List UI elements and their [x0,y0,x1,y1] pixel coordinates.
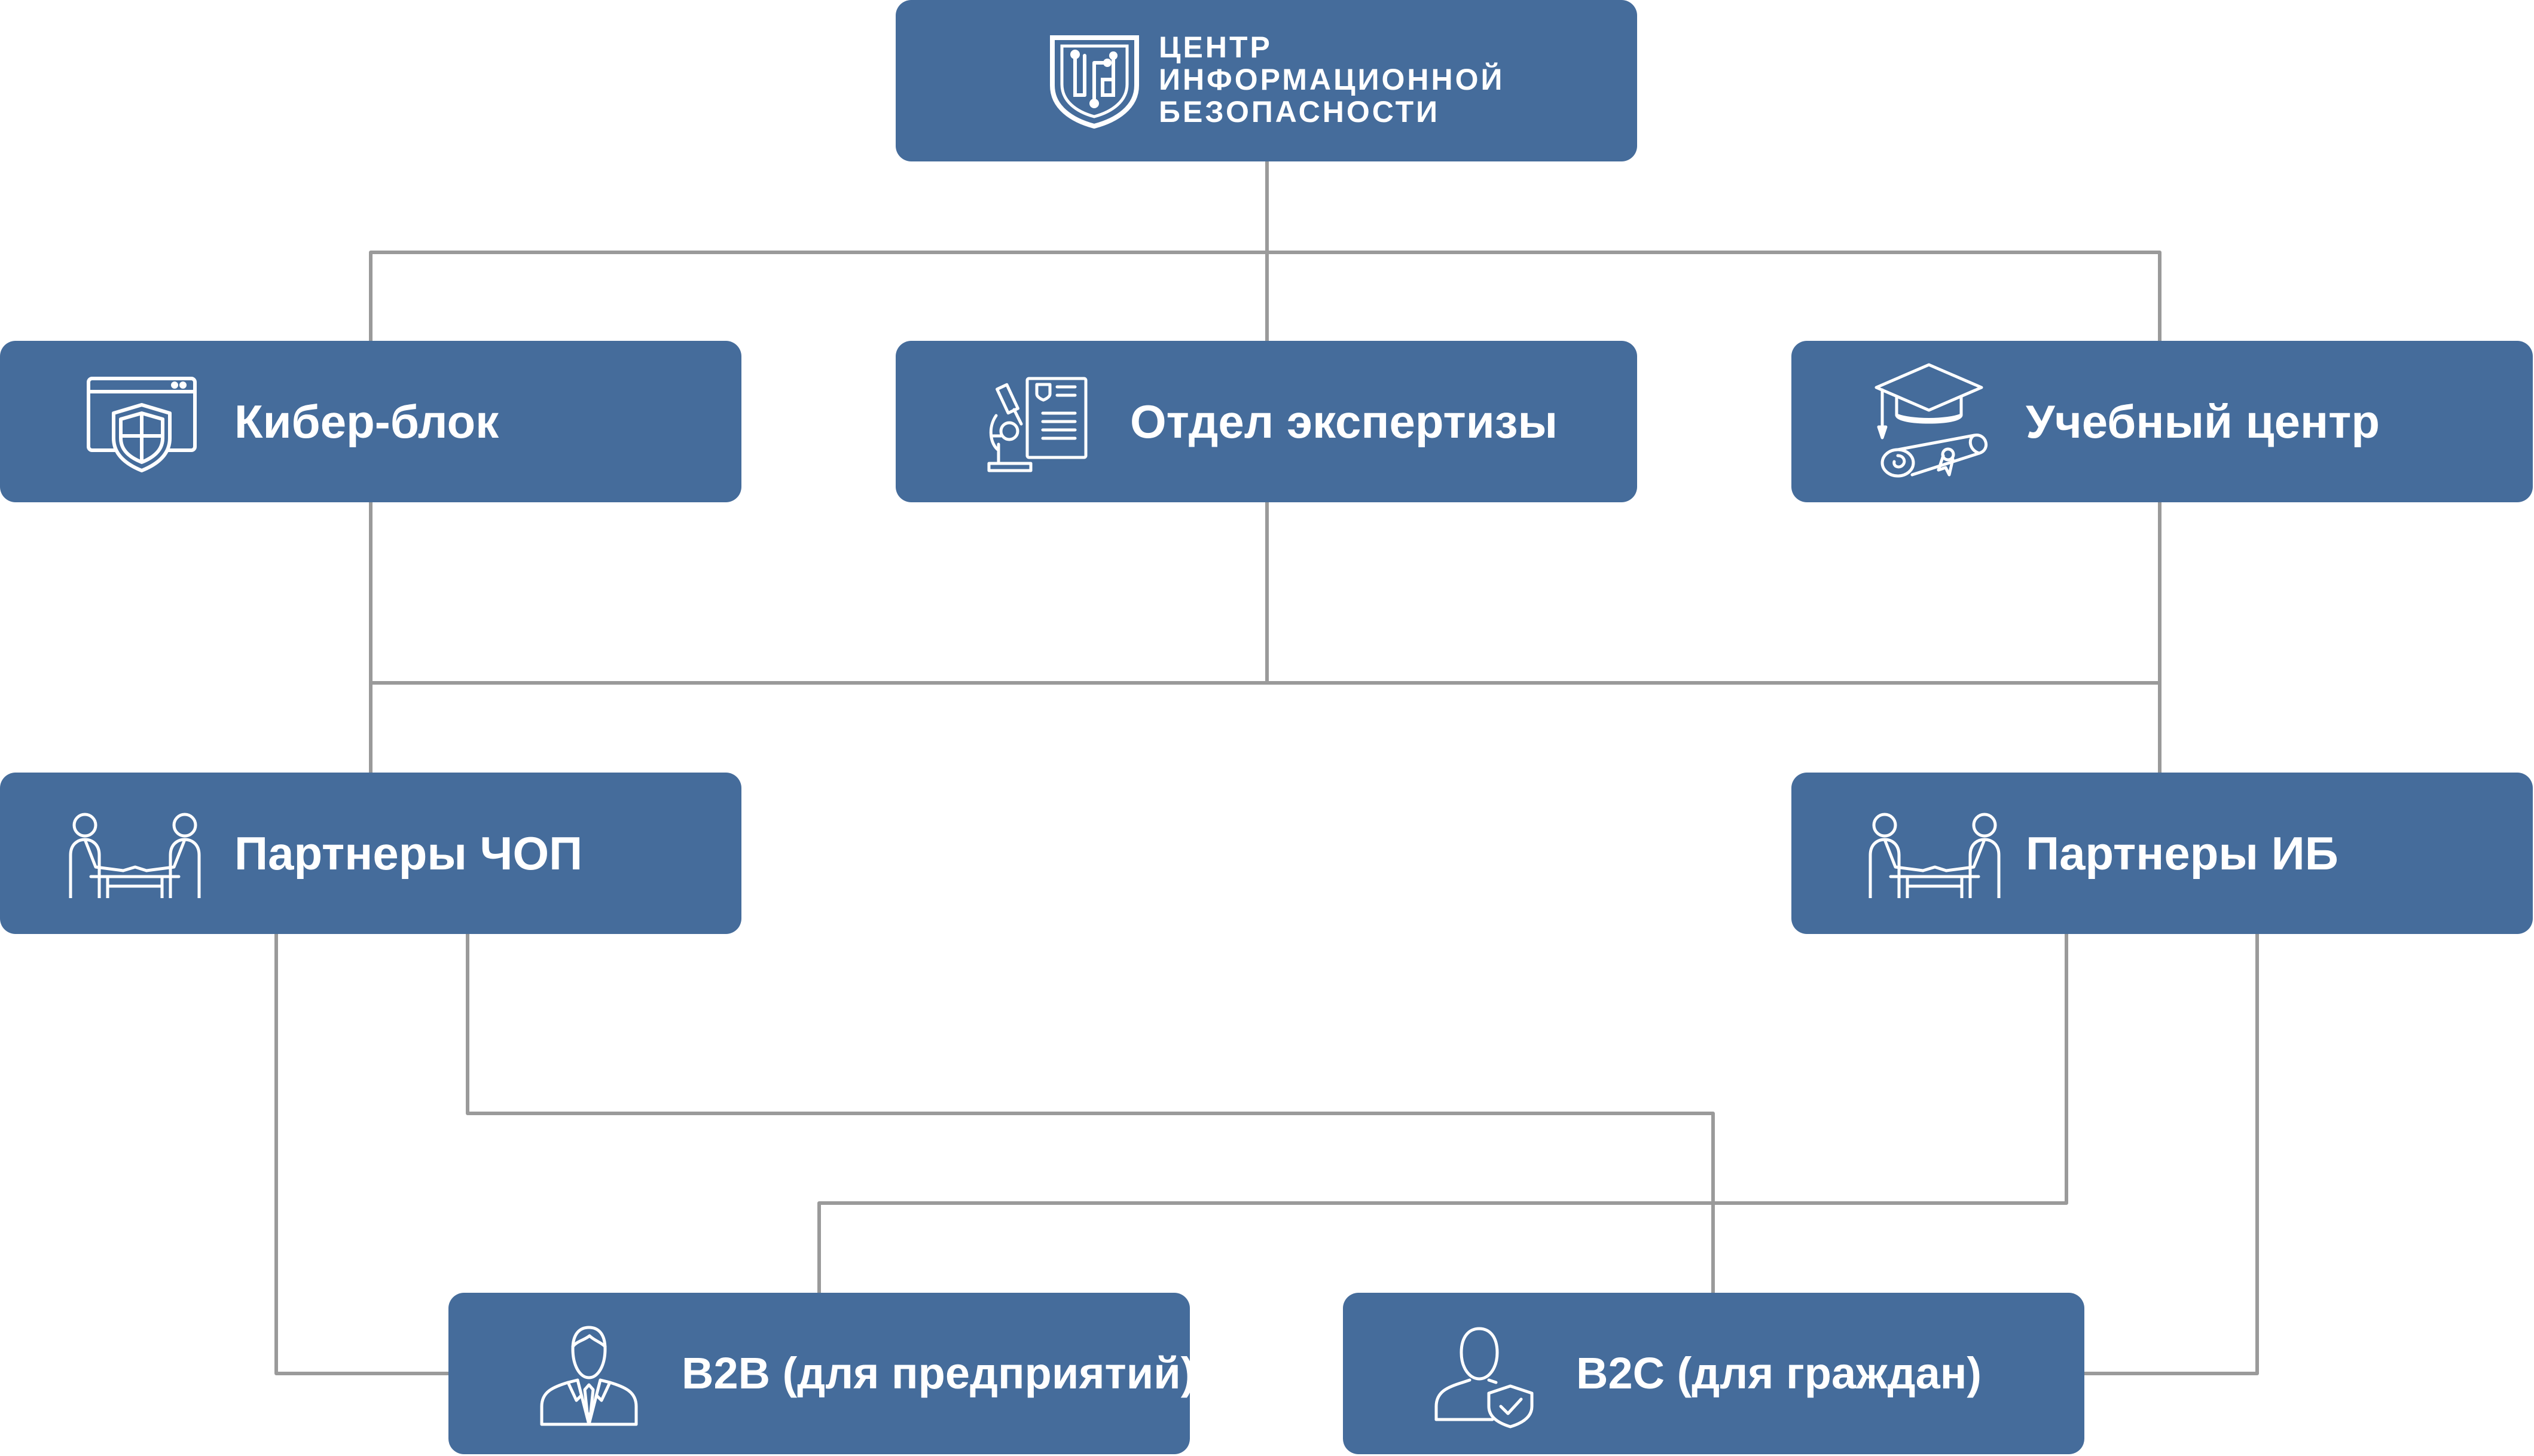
connector-chop-b2b [274,934,448,1375]
connector-ib-b2c [2084,934,2259,1375]
node-label: Партнеры ИБ [2026,827,2338,880]
logo-line-3: БЕЗОПАСНОСТИ [1159,95,1440,129]
node-label: Отдел экспертизы [1130,395,1558,448]
microscope-document-icon [985,374,1090,475]
handshake-people-icon [65,810,205,898]
graduation-cap-diploma-icon [1869,360,1995,486]
logo-line-2: ИНФОРМАЦИОННОЙ [1159,63,1505,96]
connector-chop-b2c [466,934,1715,1293]
shield-circuit-logo-icon [1045,33,1144,129]
node-label: Партнеры ЧОП [234,827,583,880]
logo-line-1: ЦЕНТР [1159,30,1272,64]
businessman-icon [538,1323,640,1427]
connector-ib-b2b [817,934,2068,1293]
node-partners-ib: Партнеры ИБ [1791,773,2533,934]
node-label: Кибер-блок [234,395,499,448]
user-shield-icon [1433,1324,1534,1428]
logo-title: ЦЕНТР ИНФОРМАЦИОННОЙ БЕЗОПАСНОСТИ [1159,31,1504,128]
node-b2c: B2C (для граждан) [1343,1293,2084,1454]
handshake-people-icon [1864,810,2005,898]
node-expertise: Отдел экспертизы [896,341,1637,502]
node-label: B2C (для граждан) [1576,1348,1982,1398]
node-label: B2B (для предприятий) [682,1348,1196,1398]
node-b2b: B2B (для предприятий) [448,1293,1195,1454]
node-partners-chop: Партнеры ЧОП [0,773,741,934]
root-node-cib: ЦЕНТР ИНФОРМАЦИОННОЙ БЕЗОПАСНОСТИ [896,0,1637,161]
node-cyber-block: Кибер-блок [0,341,741,502]
connector-top-bus [369,251,2161,341]
node-label: Учебный центр [2026,395,2380,448]
node-training: Учебный центр [1791,341,2533,502]
browser-shield-icon [85,374,199,475]
